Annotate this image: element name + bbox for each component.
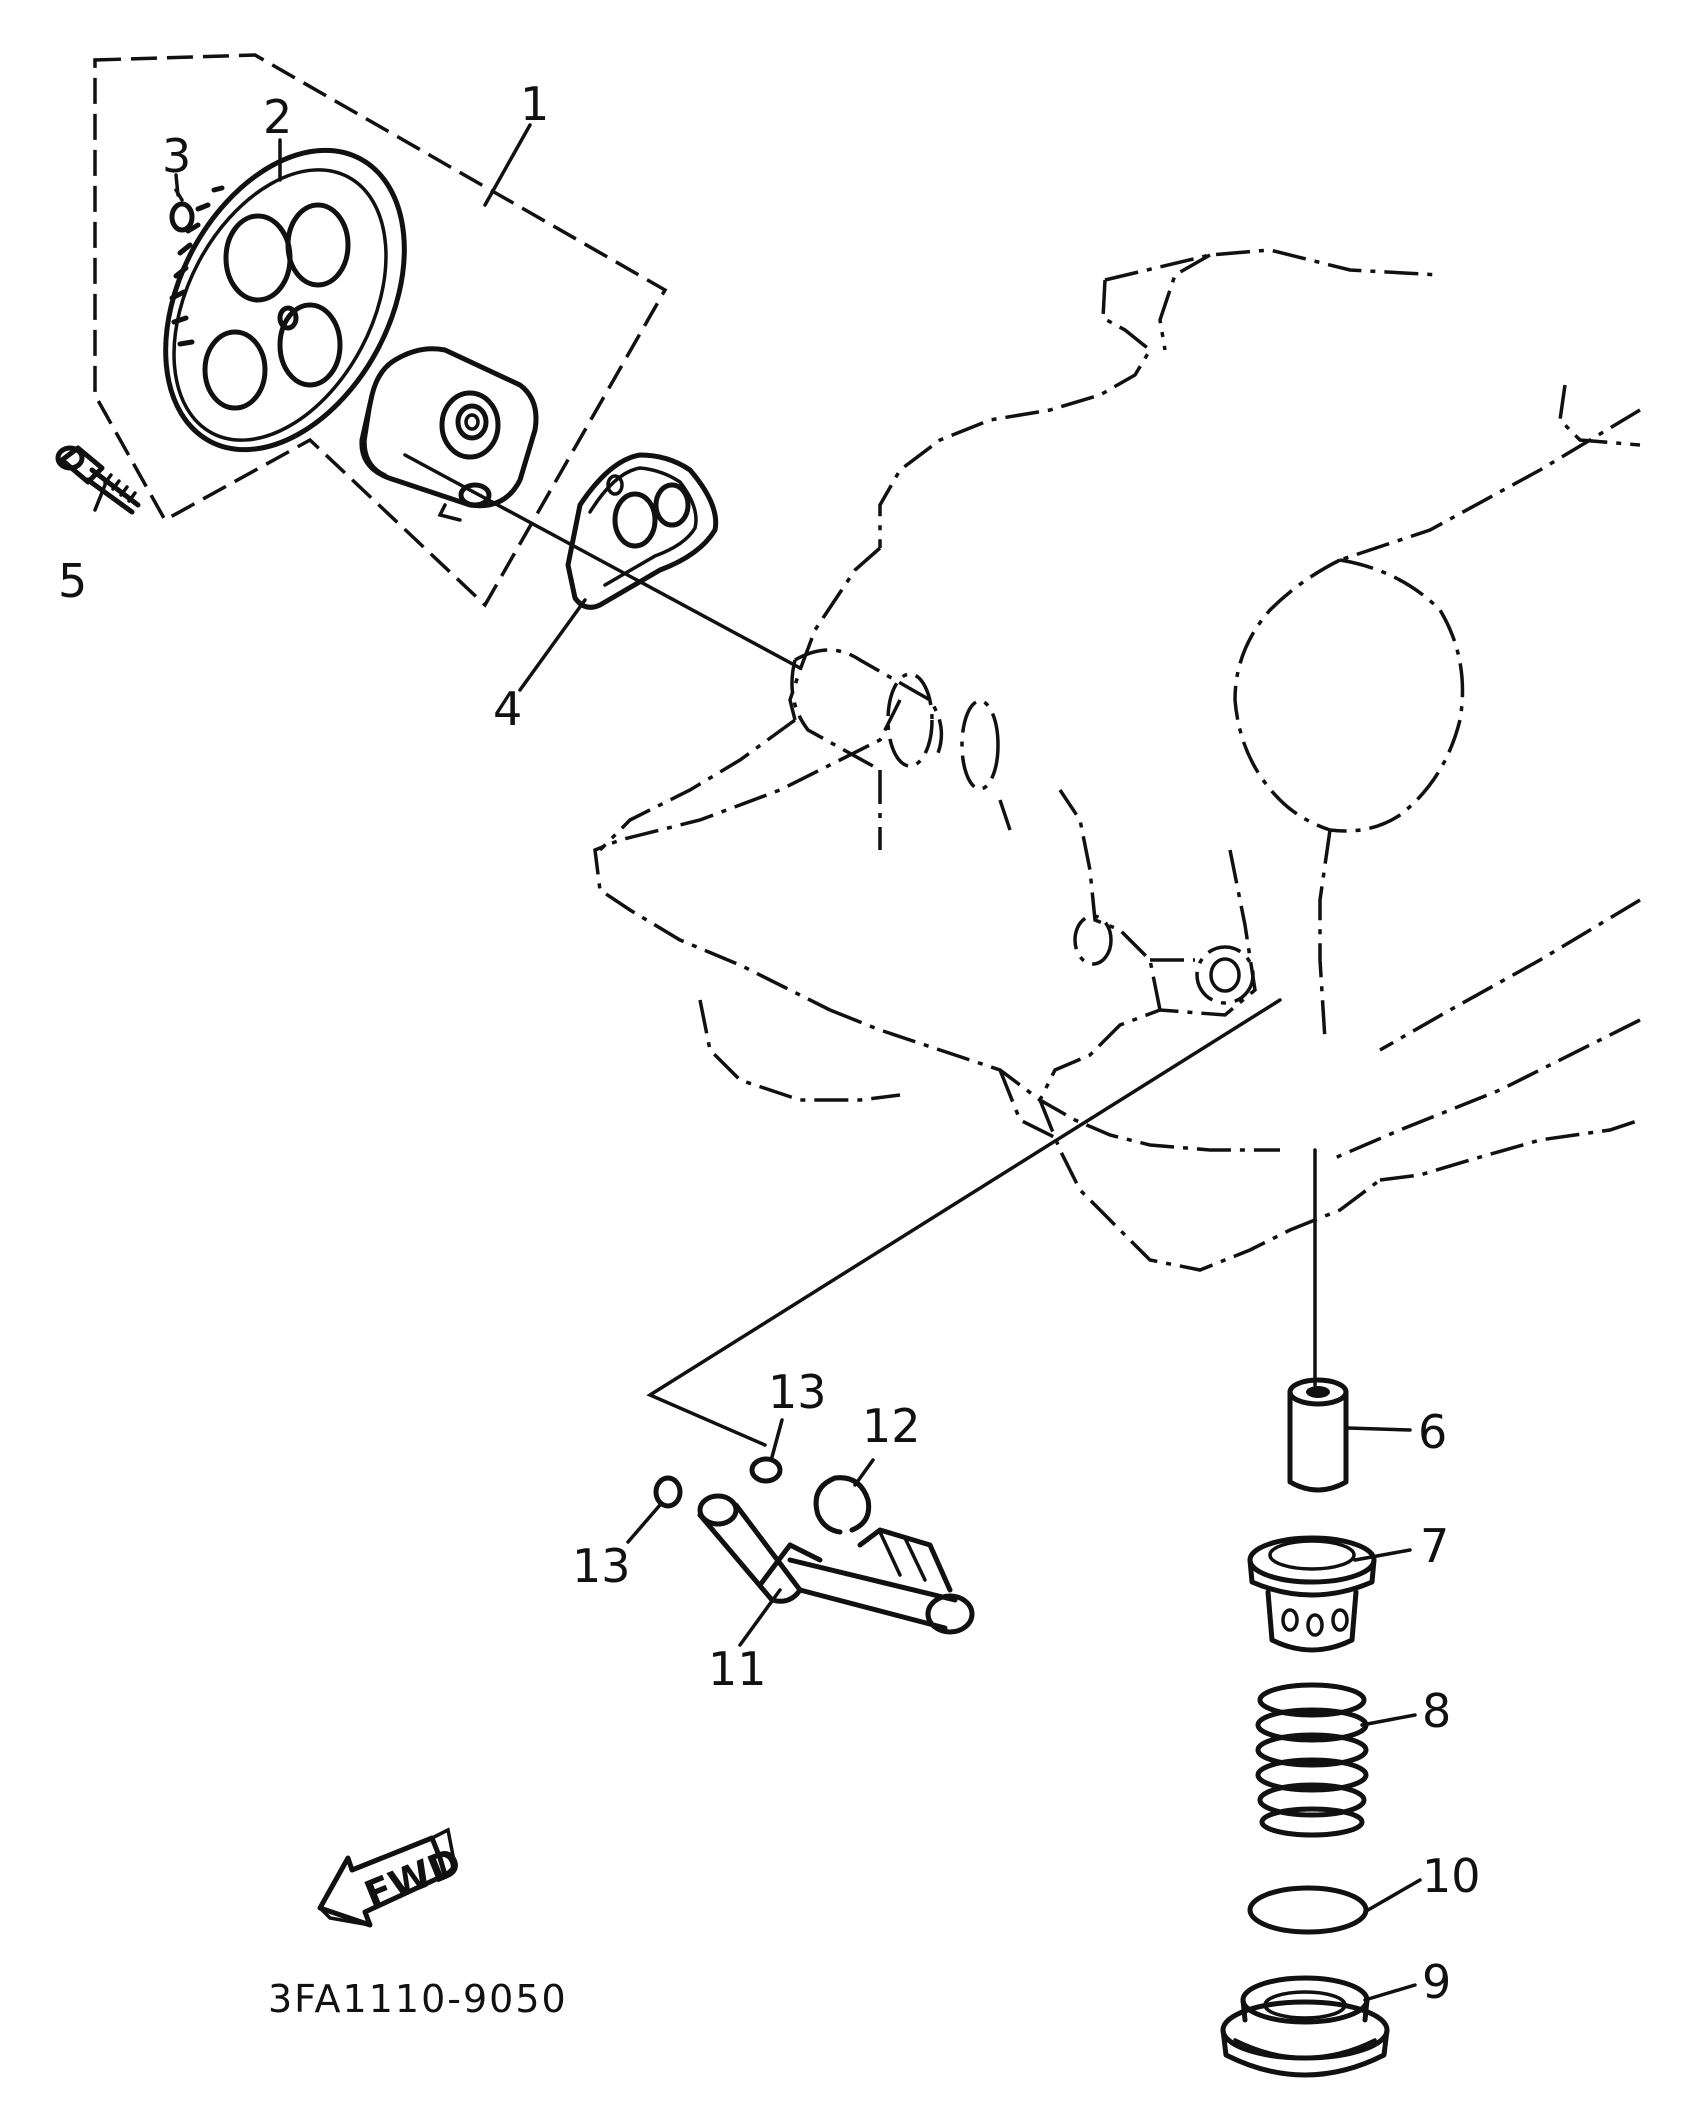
callout-11: 11 — [708, 1642, 767, 1696]
callout-3: 3 — [162, 129, 191, 183]
fwd-label: FWD — [358, 1839, 467, 1917]
callout-1: 1 — [520, 77, 549, 131]
forward-direction-arrow: FWD — [317, 1827, 467, 1928]
callout-9: 9 — [1422, 1955, 1451, 2009]
callout-12: 12 — [862, 1399, 921, 1453]
callout-10: 10 — [1422, 1849, 1481, 1903]
oil-pump-gasket — [565, 452, 719, 610]
o-ring-part-10 — [1247, 1885, 1369, 1935]
pump-mounting-bolt — [55, 445, 141, 515]
callout-13-lower: 13 — [572, 1539, 631, 1593]
assembly-line-pump-to-engine — [403, 453, 802, 670]
callout-6: 6 — [1418, 1405, 1447, 1459]
oil-pump-drive-gear — [163, 147, 407, 453]
circlip-part-12 — [813, 1475, 872, 1535]
leader-lines — [93, 123, 1422, 2002]
callout-2: 2 — [263, 90, 292, 144]
callout-7: 7 — [1420, 1519, 1449, 1573]
relief-spring-part-8 — [1255, 1682, 1369, 1838]
drain-plug-part-9 — [1220, 1975, 1390, 2078]
o-ring-part-13-lower — [653, 1475, 683, 1509]
o-ring-part-13-upper — [749, 1456, 783, 1484]
assembly-line-strainer-to-engine — [646, 998, 1282, 1447]
circlip-part-3 — [169, 188, 195, 233]
callout-4: 4 — [493, 682, 522, 736]
oil-pump-body — [359, 346, 539, 522]
callout-5: 5 — [58, 554, 87, 608]
engine-crankcase-phantom — [593, 248, 1641, 1272]
oil-pump-assembly-boundary — [93, 53, 668, 608]
strainer-housing-part-7 — [1247, 1535, 1377, 1653]
catalog-code: 3FA1110-9050 — [268, 1977, 568, 2021]
callout-8: 8 — [1422, 1684, 1451, 1738]
oil-pipe-part-6 — [1287, 1377, 1349, 1493]
strainer-pipe-part-11 — [697, 1493, 975, 1635]
callout-13-upper: 13 — [768, 1365, 827, 1419]
